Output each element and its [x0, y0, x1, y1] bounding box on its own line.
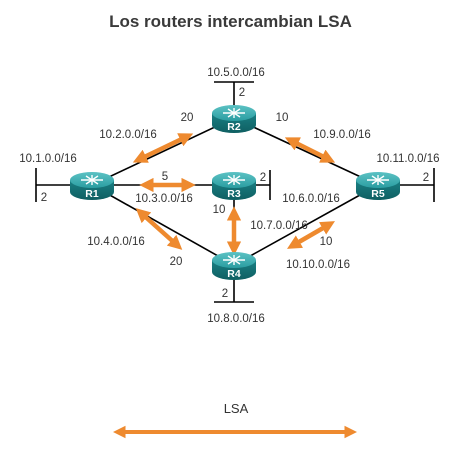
lsa-arrows — [132, 133, 336, 256]
router-r2-label: R2 — [227, 121, 241, 133]
lsa-arrow-r1-r2 — [132, 133, 194, 163]
cost-label-r4-r5: 10 — [320, 236, 333, 248]
cost-label-r1-lan: 2 — [41, 192, 47, 204]
network-label-n3: 10.3.0.0/16 — [135, 193, 193, 205]
network-label-n10: 10.10.0.0/16 — [286, 259, 350, 271]
cost-label-r3-r4: 10 — [213, 204, 226, 216]
cost-label-r2-lan: 2 — [239, 87, 245, 99]
network-label-n1: 10.1.0.0/16 — [19, 153, 77, 165]
cost-label-r2-r5: 10 — [276, 112, 289, 124]
router-r5-label: R5 — [371, 188, 385, 200]
lsa-arrow-r2-r5 — [284, 137, 336, 163]
router-r4: R4 — [211, 251, 257, 281]
network-label-n7: 10.7.0.0/16 — [250, 220, 308, 232]
legend: LSA — [112, 401, 358, 439]
router-r5: R5 — [355, 171, 401, 201]
cost-label-r1-r2: 20 — [181, 112, 194, 124]
cost-label-r1-r3: 5 — [162, 171, 168, 183]
router-r2: R2 — [211, 104, 257, 134]
network-label-n8: 10.8.0.0/16 — [207, 313, 265, 325]
network-label-n9: 10.9.0.0/16 — [313, 129, 371, 141]
lsa-arrow-r4-r5 — [287, 221, 335, 249]
network-label-n2: 10.2.0.0/16 — [99, 129, 157, 141]
lsa-arrow-r1-r4 — [135, 208, 183, 250]
network-label-n5: 10.5.0.0/16 — [207, 67, 265, 79]
cost-label-r4-lan: 2 — [222, 288, 228, 300]
cost-label-r5-lan: 2 — [423, 172, 429, 184]
cost-label-r1-r4: 20 — [170, 256, 183, 268]
router-r1: R1 — [69, 171, 115, 201]
cost-label-r3-lan: 2 — [260, 172, 266, 184]
page-title: Los routers intercambian LSA — [109, 12, 352, 31]
network-label-n4: 10.4.0.0/16 — [87, 236, 145, 248]
router-r1-label: R1 — [85, 188, 99, 200]
network-label-n6: 10.6.0.0/16 — [282, 193, 340, 205]
router-r4-label: R4 — [227, 268, 241, 280]
legend-label: LSA — [224, 401, 249, 416]
router-r3: R3 — [211, 171, 257, 201]
router-r3-label: R3 — [227, 188, 241, 200]
network-label-n11: 10.11.0.0/16 — [376, 153, 439, 165]
